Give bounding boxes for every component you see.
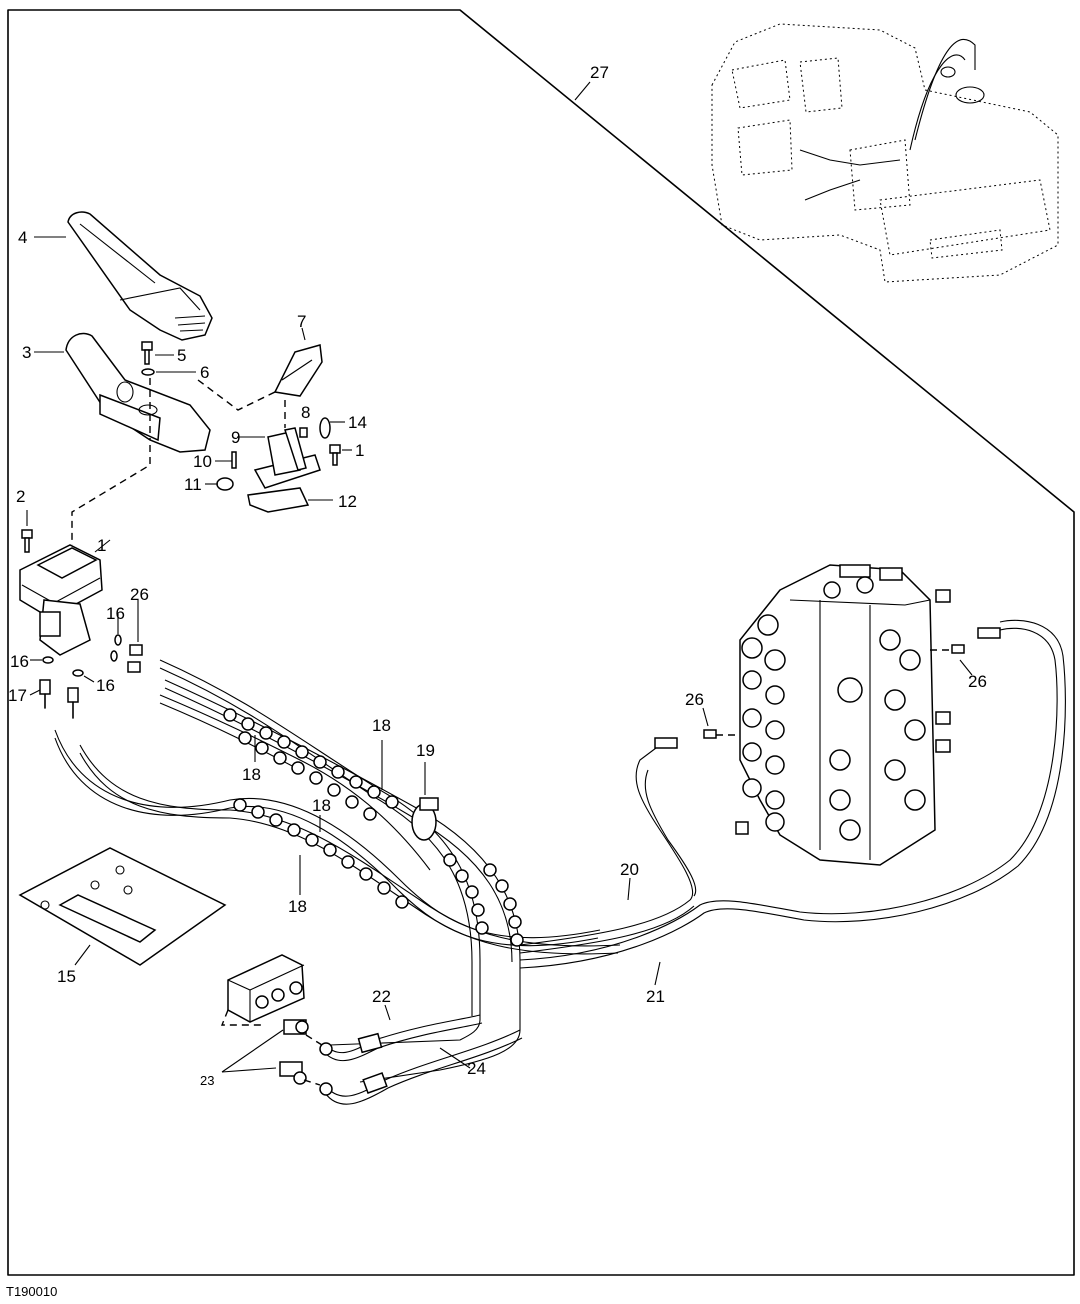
o-ring-16d bbox=[110, 650, 118, 662]
callout-24: 24 bbox=[467, 1059, 486, 1078]
hose-24 bbox=[319, 1029, 523, 1105]
callout-11: 11 bbox=[184, 475, 202, 494]
callout-16-c: 16 bbox=[96, 676, 115, 695]
callout-16-b: 16 bbox=[10, 652, 29, 671]
callout-20: 20 bbox=[620, 860, 639, 879]
floor-plate-15 bbox=[18, 847, 227, 966]
callout-leader-27 bbox=[574, 81, 591, 101]
callout-21: 21 bbox=[646, 987, 665, 1006]
washer-6 bbox=[141, 368, 155, 376]
figure-id: T190010 bbox=[6, 1284, 58, 1299]
callout-26-mid: 26 bbox=[685, 690, 704, 709]
callout-4: 4 bbox=[18, 228, 27, 247]
fitting-17 bbox=[39, 679, 79, 719]
diagram-frame bbox=[7, 9, 1075, 1276]
callout-6: 6 bbox=[200, 363, 209, 382]
callout-18-b: 18 bbox=[242, 765, 261, 784]
bolt-11 bbox=[216, 477, 234, 491]
callout-2: 2 bbox=[16, 487, 25, 506]
bolt-5 bbox=[141, 341, 153, 365]
callout-9: 9 bbox=[231, 428, 240, 447]
o-ring-16b bbox=[42, 656, 54, 664]
tee-fitting-23b bbox=[279, 1061, 307, 1085]
plate-12 bbox=[247, 487, 310, 513]
callout-18-a: 18 bbox=[372, 716, 391, 735]
hose-bundle-18 bbox=[54, 659, 621, 1083]
adapter-26-mid bbox=[703, 729, 717, 739]
o-ring-16a bbox=[114, 634, 122, 646]
callout-26-right: 26 bbox=[968, 672, 987, 691]
bolt-2 bbox=[21, 529, 33, 553]
callout-8: 8 bbox=[301, 403, 310, 422]
callout-10: 10 bbox=[193, 452, 212, 471]
callout-22: 22 bbox=[372, 987, 391, 1006]
adapter-26-valve bbox=[127, 644, 143, 673]
pin-10 bbox=[231, 451, 237, 469]
callout-19: 19 bbox=[416, 741, 435, 760]
o-ring-16c bbox=[72, 669, 84, 677]
callout-1-valve: 1 bbox=[97, 536, 106, 555]
bracket-7 bbox=[273, 344, 323, 397]
manifold-block bbox=[227, 954, 305, 1023]
callout-1-pedal: 1 bbox=[355, 441, 364, 460]
bolt-1-pedal bbox=[329, 444, 341, 466]
pin-8 bbox=[299, 427, 308, 438]
callout-12: 12 bbox=[338, 492, 357, 511]
hose-20-21 bbox=[519, 619, 1066, 969]
callout-27: 27 bbox=[590, 63, 609, 82]
callout-18-d: 18 bbox=[288, 897, 307, 916]
callout-7: 7 bbox=[297, 312, 306, 331]
control-valve bbox=[735, 564, 951, 866]
tee-fitting-23a bbox=[283, 1019, 309, 1035]
adapter-26-right bbox=[951, 644, 965, 654]
pedal-4 bbox=[67, 211, 213, 341]
spring-14 bbox=[319, 417, 331, 439]
callout-3: 3 bbox=[22, 343, 31, 362]
mount-bracket-9 bbox=[253, 427, 321, 489]
callout-17: 17 bbox=[8, 686, 27, 705]
callout-26-valve: 26 bbox=[130, 585, 149, 604]
clamp-19 bbox=[411, 797, 439, 841]
callout-5: 5 bbox=[177, 346, 186, 365]
pedal-3 bbox=[65, 332, 211, 453]
callout-16-a: 16 bbox=[106, 604, 125, 623]
callout-14: 14 bbox=[348, 413, 367, 432]
callout-18-c: 18 bbox=[312, 796, 331, 815]
callout-15: 15 bbox=[57, 967, 76, 986]
pilot-valve-1 bbox=[19, 544, 103, 656]
callout-23: 23 bbox=[200, 1073, 214, 1088]
hose-22 bbox=[319, 1014, 483, 1062]
excavator-outline bbox=[711, 23, 1059, 283]
